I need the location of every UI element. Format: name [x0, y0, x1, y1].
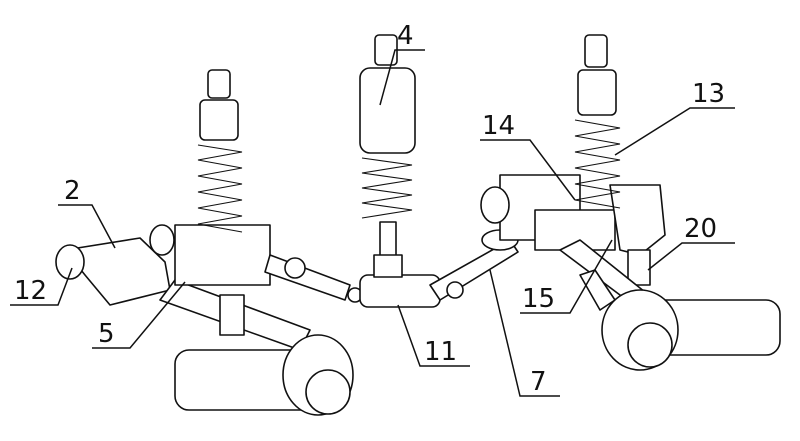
- left-shock-body: [199, 99, 239, 141]
- left-bracket-5: [174, 224, 271, 286]
- leader-12: [10, 267, 73, 306]
- label-4: 4: [397, 21, 414, 51]
- left-pivot: [149, 224, 175, 256]
- part-labels: 4 13 14 2 20 12 15 5 11 7: [14, 21, 725, 397]
- right-link-joint: [446, 281, 464, 299]
- label-12: 12: [14, 276, 47, 306]
- leader-7: [489, 269, 560, 397]
- left-link-joint: [284, 257, 306, 279]
- label-13: 13: [692, 79, 725, 109]
- right-suspension: [429, 34, 781, 371]
- label-7: 7: [530, 367, 547, 397]
- leader-5: [92, 281, 186, 349]
- center-shock-4: [359, 34, 441, 308]
- center-shock-body: [359, 67, 416, 154]
- left-spring: [197, 144, 243, 233]
- center-rod: [379, 221, 397, 258]
- center-top-eye: [374, 34, 398, 66]
- leader-lines: [10, 49, 735, 397]
- right-stop: [627, 249, 651, 286]
- leader-15: [520, 239, 613, 314]
- center-bar-11: [359, 274, 441, 308]
- label-14: 14: [482, 111, 515, 141]
- leader-11: [397, 304, 470, 367]
- leader-14: [480, 139, 576, 201]
- right-spring: [574, 119, 621, 209]
- right-pivot: [480, 186, 510, 224]
- leader-13: [614, 107, 735, 156]
- right-shock-body-13: [577, 69, 617, 116]
- leader-2: [58, 204, 116, 249]
- label-2: 2: [64, 176, 81, 206]
- center-spring: [361, 157, 413, 219]
- right-hub-cap: [627, 322, 673, 368]
- leader-20: [647, 242, 735, 271]
- center-clevis: [373, 254, 403, 278]
- label-11: 11: [424, 337, 457, 367]
- label-5: 5: [98, 319, 115, 349]
- left-suspension: [55, 69, 363, 416]
- label-20: 20: [684, 214, 717, 244]
- right-arm-20: [609, 184, 666, 256]
- left-hub-cap: [305, 369, 351, 415]
- left-link: [264, 254, 351, 301]
- left-shock-top: [207, 69, 231, 99]
- right-shock-top: [584, 34, 608, 68]
- label-15: 15: [522, 284, 555, 314]
- left-block: [219, 294, 245, 336]
- bushing-12: [55, 244, 85, 280]
- leader-4: [379, 49, 425, 106]
